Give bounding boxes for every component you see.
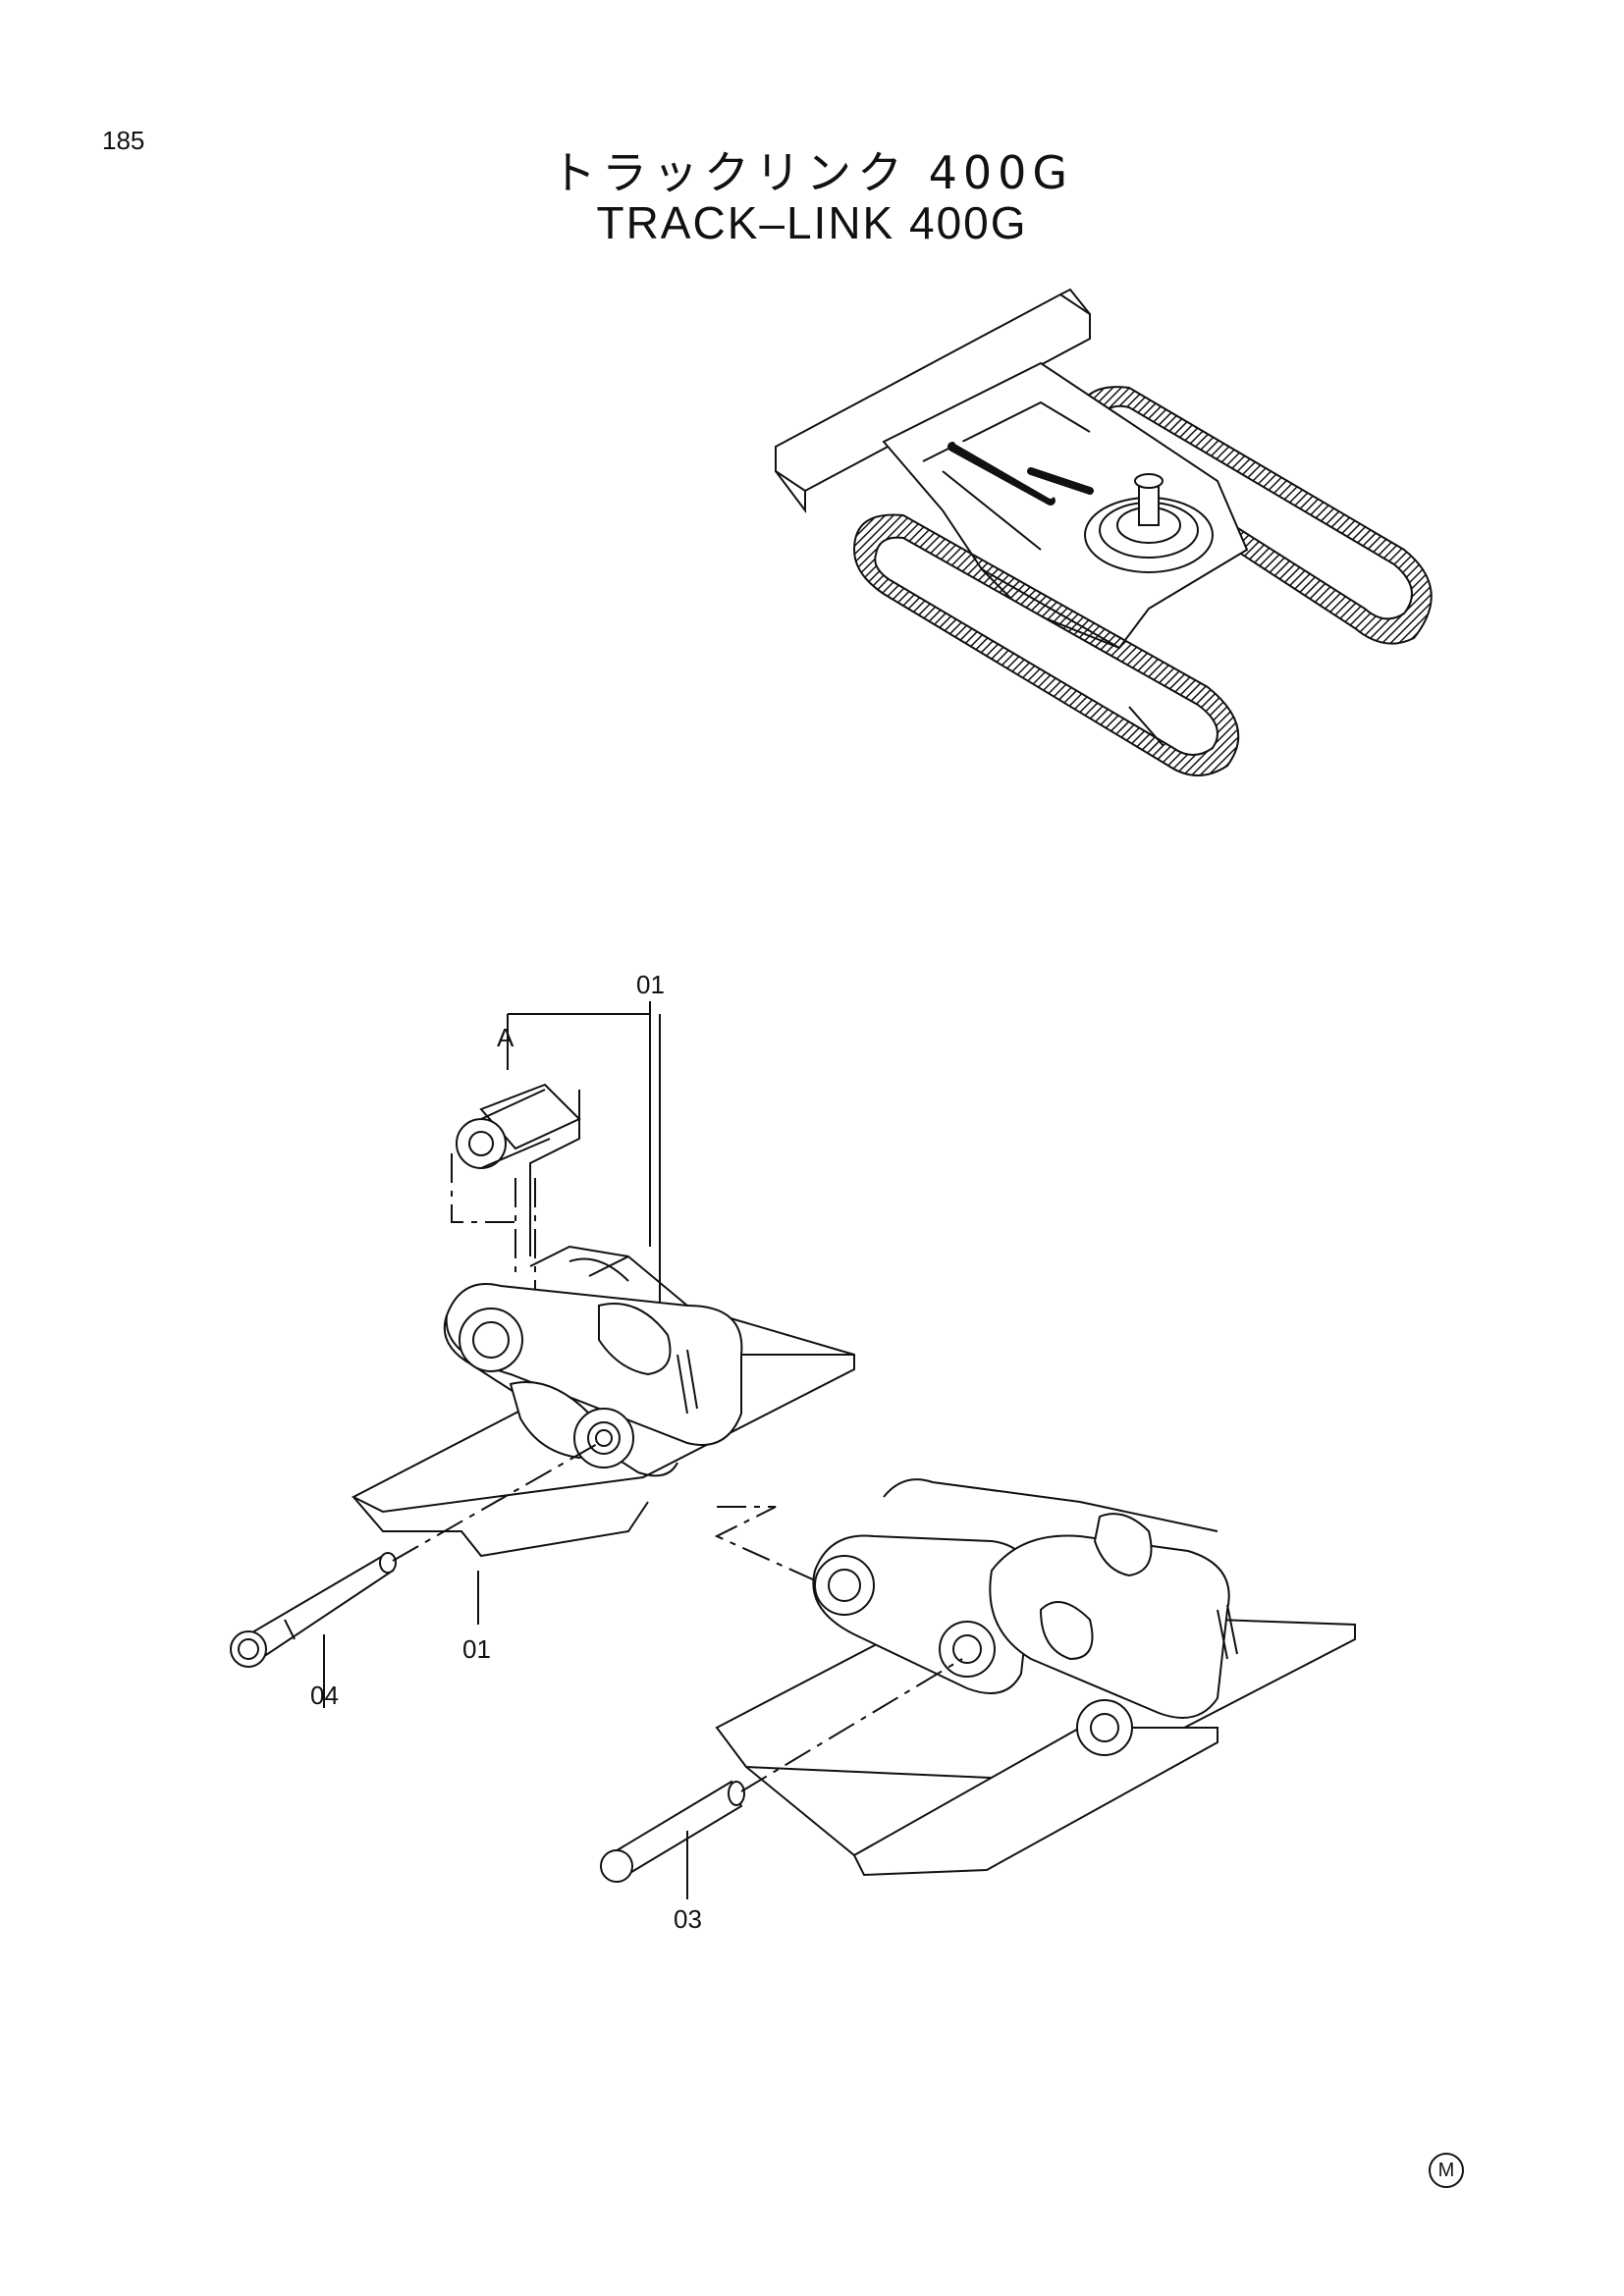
- page-number: 185: [102, 126, 145, 155]
- title-japanese: トラックリンク 400G: [550, 146, 1074, 199]
- pin-part-04: [230, 1552, 397, 1668]
- near-track: [852, 513, 1240, 776]
- bushing-part-a: [451, 1083, 581, 1256]
- callout-03: 03: [674, 1904, 702, 1934]
- title-english: TRACK–LINK 400G: [596, 197, 1028, 248]
- callout-01-top: 01: [636, 970, 665, 999]
- callout-04: 04: [310, 1681, 339, 1710]
- link-assembly-lower: [715, 1478, 1356, 1877]
- m-mark: M: [1429, 2153, 1464, 2188]
- callout-a: A: [497, 1023, 514, 1052]
- callout-01-bottom: 01: [462, 1634, 491, 1664]
- undercarriage-overview: [775, 288, 1433, 776]
- pin-part-03: [600, 1780, 745, 1883]
- track-link-exploded: [230, 1001, 1356, 1899]
- link-assembly-upper: [351, 1245, 855, 1558]
